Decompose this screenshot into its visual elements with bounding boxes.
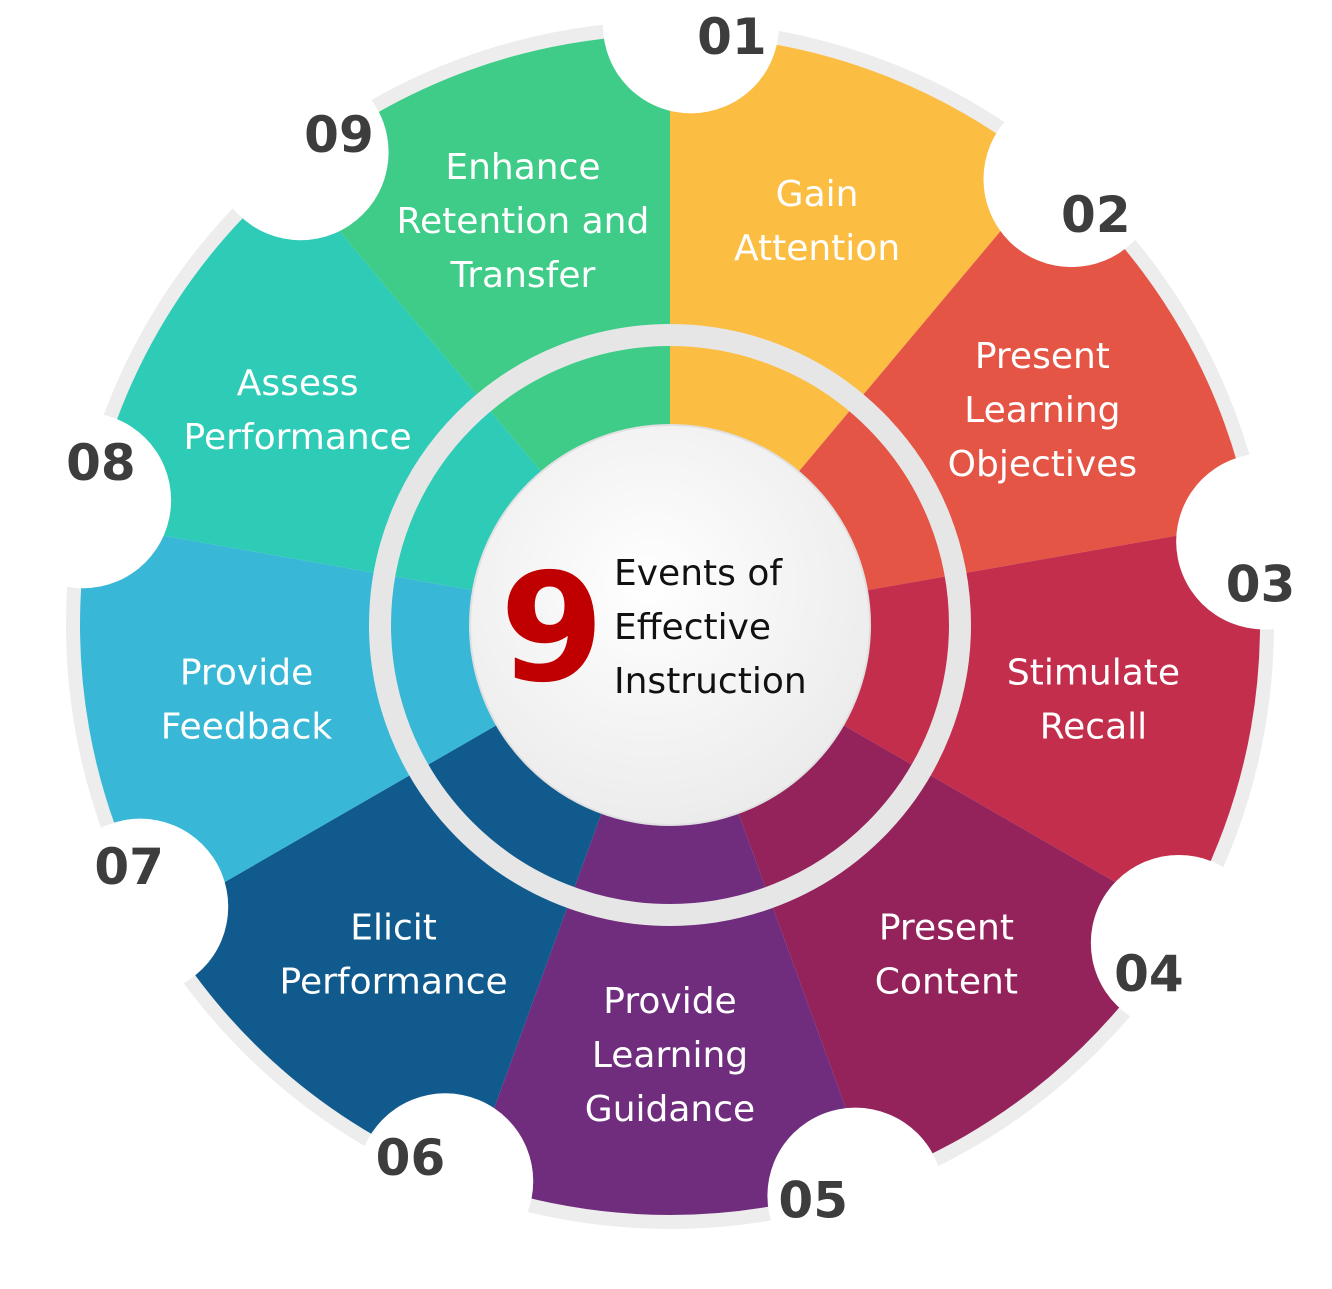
segment-09-label-line-2: Retention and — [397, 201, 650, 242]
segment-01-label-line-1: Gain — [776, 174, 859, 215]
segment-07 — [79, 522, 502, 920]
segment-08 — [88, 173, 545, 592]
segment-09-cutout — [212, 64, 389, 241]
segment-01 — [670, 35, 1050, 476]
segment-03-label-line-2: Recall — [1040, 707, 1147, 748]
segment-04 — [736, 722, 1181, 1180]
center-big-number: 9 — [500, 542, 604, 716]
segment-01-cutout — [602, 0, 779, 114]
center-title-line-3: Instruction — [614, 661, 807, 702]
segment-05-number: 05 — [778, 1171, 848, 1229]
segment-04-number: 04 — [1114, 945, 1184, 1003]
segment-04-cutout — [1090, 854, 1267, 1031]
segment-02-number: 02 — [1061, 186, 1131, 244]
segment-06-label-line-1: Elicit — [350, 907, 437, 948]
segment-03-cutout — [1176, 453, 1332, 630]
segment-04-label-line-1: Present — [879, 907, 1014, 948]
segment-numbers: 01 02 03 04 05 06 07 08 09 — [66, 8, 1295, 1229]
segment-02-label-line-1: Present — [975, 336, 1110, 377]
segment-02 — [795, 173, 1252, 592]
segment-02-label-line-3: Objectives — [948, 444, 1137, 485]
center-title-line-1: Events of — [614, 553, 783, 594]
segment-09-label-line-1: Enhance — [445, 147, 600, 188]
segment-07-cutout — [52, 818, 229, 995]
segment-01-number: 01 — [697, 8, 767, 66]
segment-01-label-line-2: Attention — [734, 228, 900, 269]
segment-02-label-line-2: Learning — [964, 390, 1120, 431]
segment-06-cutout — [357, 1093, 534, 1270]
segment-07-label-line-1: Provide — [180, 653, 313, 694]
segments-group — [79, 35, 1261, 1215]
segment-05-label-line-3: Guidance — [585, 1089, 755, 1130]
segment-05-label-line-2: Learning — [592, 1035, 748, 1076]
segment-09-label-line-3: Transfer — [450, 255, 596, 296]
segment-02-cutout — [983, 91, 1160, 268]
segment-03 — [838, 522, 1261, 920]
segment-08-label-line-2: Performance — [184, 417, 412, 458]
segment-09-number: 09 — [304, 106, 374, 164]
center-disc — [469, 424, 871, 826]
segment-06-label-line-2: Performance — [280, 961, 508, 1002]
segment-05 — [468, 808, 872, 1215]
outer-ring — [369, 324, 971, 926]
segment-08-number: 08 — [66, 434, 136, 492]
segment-04-label-line-2: Content — [875, 961, 1018, 1002]
center-title-line-2: Effective — [614, 607, 771, 648]
segment-07-label-line-2: Feedback — [161, 707, 333, 748]
segment-08-label-line-1: Assess — [237, 363, 359, 404]
segment-03-number: 03 — [1226, 556, 1296, 614]
segment-08-cutout — [0, 412, 172, 589]
segment-labels: GainAttentionPresentLearningObjectivesSt… — [161, 147, 1180, 1130]
segment-05-cutout — [767, 1107, 944, 1284]
segment-05-label-line-1: Provide — [603, 981, 736, 1022]
segment-07-number: 07 — [94, 838, 164, 896]
segment-06 — [159, 722, 604, 1180]
segment-03-label-line-1: Stimulate — [1007, 653, 1180, 694]
segment-06-number: 06 — [376, 1129, 446, 1187]
